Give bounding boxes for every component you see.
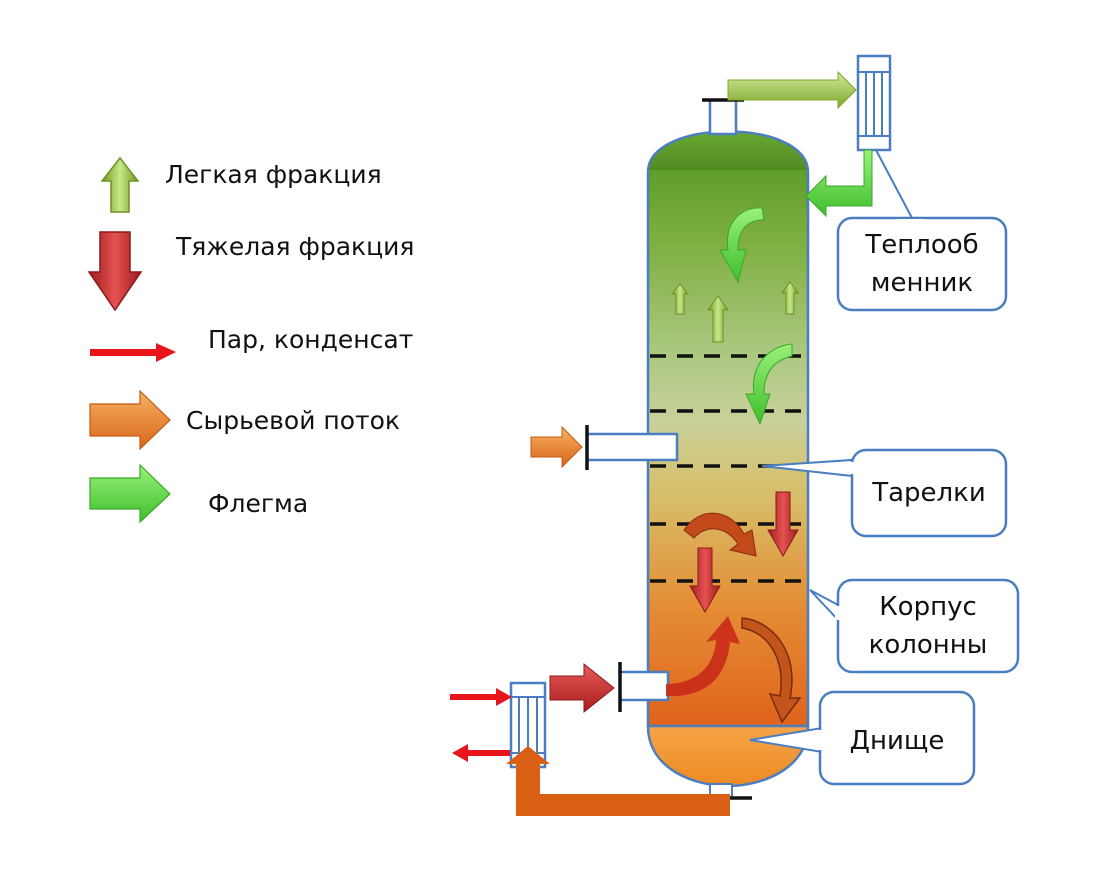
- reflux-return-arrow: [805, 149, 873, 218]
- legend-feed-stream-icon: [89, 389, 171, 451]
- legend-label-feed-stream: Сырьевой поток: [186, 406, 401, 435]
- internal-heavy-fraction-arrows: [689, 491, 799, 614]
- legend-heavy-fraction-icon: [87, 231, 143, 312]
- steam-in-arrow: [450, 688, 512, 706]
- callout-bottom-head-text: Днище: [820, 722, 974, 760]
- callout-trays-text: Тарелки: [852, 474, 1006, 512]
- callout-column-shell: [809, 578, 1020, 674]
- legend-label-reflux: Флегма: [208, 489, 309, 518]
- reboiler-return-nozzle: [618, 662, 670, 712]
- callout-trays-line1: Тарелки: [872, 478, 986, 508]
- callout-column-shell-line2: колонны: [868, 630, 988, 660]
- legend-label-steam-condensate: Пар, конденсат: [208, 325, 414, 354]
- top-vapor-nozzle: [702, 98, 744, 136]
- legend-light-fraction-icon: [100, 156, 140, 213]
- condenser-icon: [856, 54, 892, 152]
- callout-heat-exchanger-line1: Теплооб: [865, 230, 979, 260]
- bottoms-to-reboiler-pipe: [506, 746, 730, 816]
- reboiler-vapor-arrow: [549, 662, 615, 714]
- legend-steam-condensate-icon: [90, 343, 176, 362]
- callout-bottom-head-line1: Днище: [849, 726, 945, 756]
- legend-label-heavy-fraction: Тяжелая фракция: [176, 232, 415, 261]
- internal-mixing-curved-arrows: [666, 512, 802, 724]
- condensate-out-arrow: [452, 744, 510, 762]
- reflux-curved-arrows: [719, 207, 793, 426]
- callout-heat-exchanger-text: Теплооб менник: [838, 226, 1006, 302]
- legend-label-light-fraction: Легкая фракция: [165, 160, 382, 189]
- callout-bottom-head: [749, 690, 976, 786]
- callout-heat-exchanger: [836, 149, 1008, 312]
- callout-column-shell-line1: Корпус: [879, 592, 977, 622]
- callout-heat-exchanger-line2: менник: [870, 268, 974, 298]
- feed-nozzle: [585, 425, 679, 470]
- legend-reflux-icon: [89, 463, 171, 524]
- callout-trays: [761, 448, 1008, 538]
- feed-inlet-arrow: [530, 425, 583, 469]
- callout-column-shell-text: Корпус колонны: [838, 588, 1018, 664]
- internal-light-fraction-arrows: [670, 281, 799, 343]
- vapor-to-condenser-arrow: [727, 70, 857, 110]
